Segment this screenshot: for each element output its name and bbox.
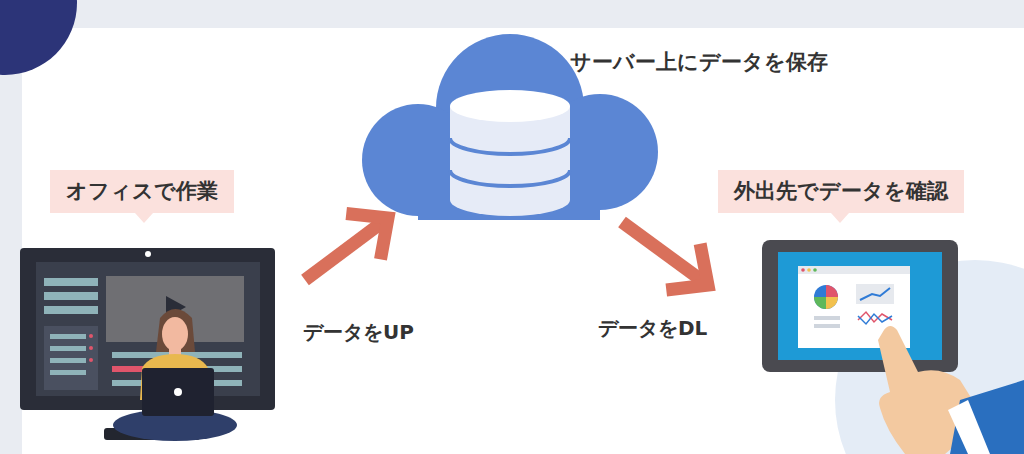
callout-box: オフィスで作業: [50, 170, 234, 213]
database-icon: [450, 90, 570, 216]
cloud-node: サーバー上にデータを保存: [360, 30, 660, 220]
callout-node: 外出先でデータを確認: [718, 170, 1008, 430]
monitor-illustration: [20, 248, 275, 440]
person-illustration: [113, 309, 237, 441]
edge-label: データをDL: [598, 316, 707, 340]
flow-arrow: [622, 222, 708, 290]
tablet-illustration: [762, 240, 958, 372]
callout-box: 外出先でデータを確認: [718, 170, 964, 213]
corner-circle: [0, 0, 77, 75]
cloud-label: サーバー上にデータを保存: [570, 50, 828, 75]
callout-node: オフィスで作業: [20, 170, 290, 430]
hand-illustration: [878, 326, 1024, 454]
edge-label: データをUP: [303, 320, 414, 344]
flow-arrow: [305, 213, 388, 280]
